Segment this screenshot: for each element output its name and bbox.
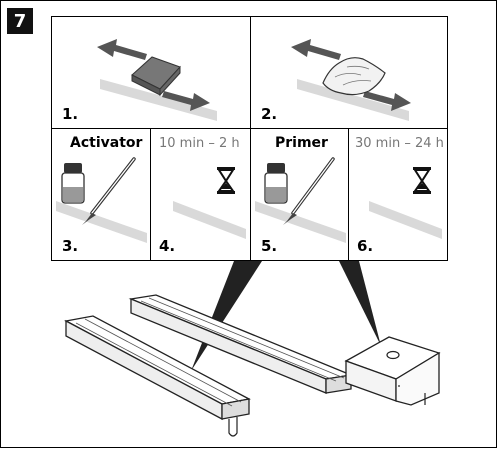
surface-strip — [369, 201, 442, 239]
arrow-left-icon — [97, 39, 147, 60]
panel-6-number: 6. — [357, 237, 374, 255]
panel-6: 30 min – 24 h 6. — [348, 128, 448, 261]
panel-3-number: 3. — [62, 237, 79, 255]
cleaning-cloth-illustration — [291, 39, 411, 121]
arrow-right-icon — [363, 91, 411, 111]
arrow-left-icon — [291, 39, 341, 60]
trough-profile-front — [64, 315, 251, 437]
mounting-block-icon — [344, 336, 441, 406]
hourglass-icon — [217, 167, 235, 194]
cleaning-pad-illustration — [97, 39, 217, 121]
primer-illustration — [255, 157, 346, 243]
wait-illustration — [369, 167, 442, 239]
pointer-wedge-right — [339, 261, 381, 346]
bottle-icon — [264, 163, 288, 204]
arrow-right-icon — [162, 91, 210, 111]
wait-illustration — [173, 167, 246, 239]
trough-profile-back — [128, 294, 354, 394]
panel-1: 1. — [51, 16, 252, 130]
step-number-badge: 7 — [7, 8, 33, 34]
panel-3: Activator 3. — [51, 128, 152, 261]
surface-strip — [100, 79, 217, 121]
panel-5: Primer 5. — [250, 128, 350, 261]
surface-strip — [255, 201, 346, 243]
panel-5-number: 5. — [261, 237, 278, 255]
cloth-icon — [322, 57, 386, 96]
activator-wait-time: 10 min – 2 h — [159, 136, 240, 151]
surface-strip — [297, 79, 409, 121]
hourglass-icon — [413, 167, 431, 194]
panel-2-number: 2. — [261, 105, 278, 123]
panel-4-number: 4. — [159, 237, 176, 255]
activator-illustration — [56, 157, 147, 243]
brush-icon — [283, 157, 335, 225]
brush-icon — [82, 157, 136, 225]
surface-strip — [56, 201, 147, 243]
bottle-icon — [61, 163, 85, 204]
surface-strip — [173, 201, 246, 239]
primer-wait-time: 30 min – 24 h — [355, 136, 444, 151]
activator-heading: Activator — [70, 135, 143, 151]
panel-1-number: 1. — [62, 105, 79, 123]
primer-heading: Primer — [275, 135, 328, 151]
panel-4: 10 min – 2 h 4. — [150, 128, 252, 261]
